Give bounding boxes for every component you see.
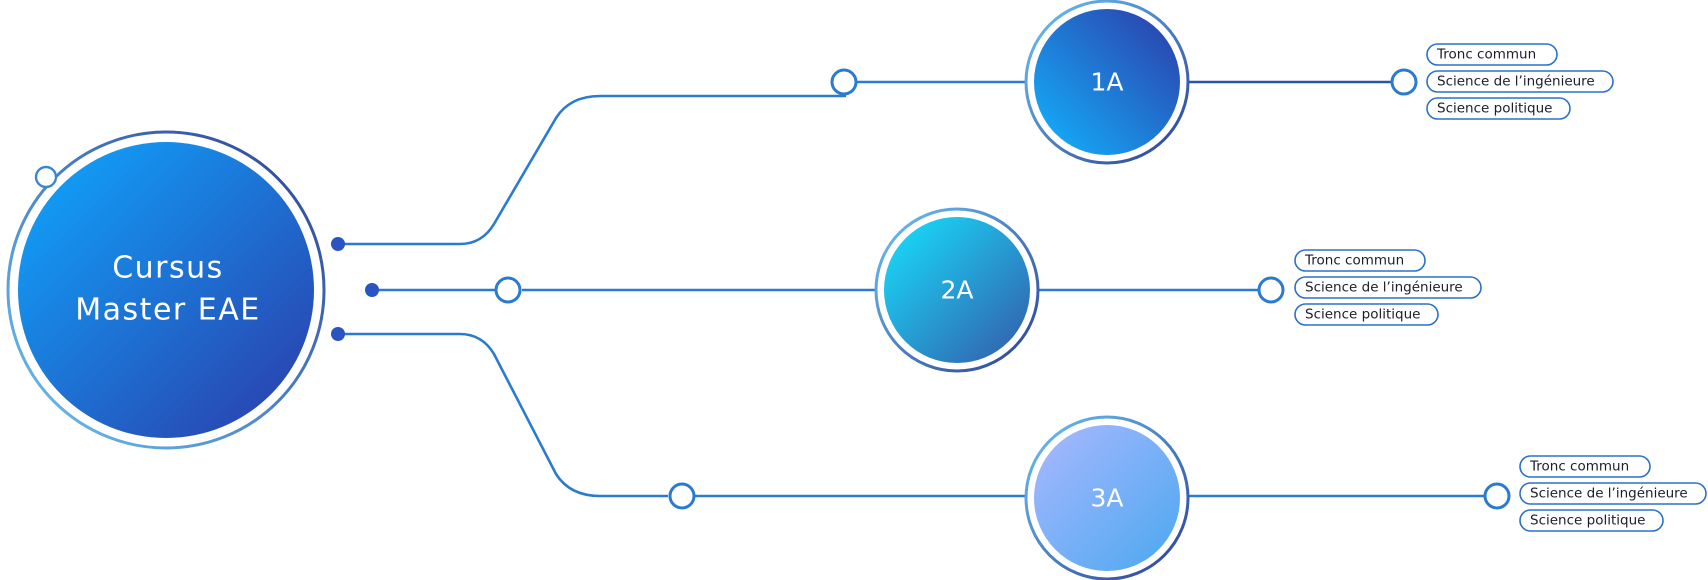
root-dot-middle xyxy=(365,283,379,297)
subject-list-3a: Tronc commun Science de l’ingénieure Sci… xyxy=(1519,455,1707,532)
root-dot-top xyxy=(331,237,345,251)
subject-list-2a: Tronc commun Science de l’ingénieure Sci… xyxy=(1294,249,1482,326)
root-node: Cursus Master EAE xyxy=(6,130,326,450)
subject-pill xyxy=(1519,482,1707,505)
subject-pill xyxy=(1426,70,1614,93)
subject-pill xyxy=(1426,43,1558,66)
root-decor-ring xyxy=(34,165,58,189)
year-node-2a-label: 2A xyxy=(940,276,973,305)
subject-pill xyxy=(1294,303,1439,326)
subject-label: Science politique xyxy=(1530,513,1645,529)
subject-label: Science de l’ingénieure xyxy=(1305,280,1463,296)
subject-pill xyxy=(1426,97,1571,120)
subjects-ring-1a xyxy=(1390,68,1418,96)
root-dot-bottom xyxy=(331,327,345,341)
year-node-2a: 2A xyxy=(874,207,1040,373)
subject-pill xyxy=(1294,249,1426,272)
year-node-3a: 3A xyxy=(1024,415,1190,580)
junction-ring-1a xyxy=(830,68,858,96)
connector-root-3a xyxy=(338,332,668,498)
subject-label: Tronc commun xyxy=(1304,253,1404,269)
subject-label: Science de l’ingénieure xyxy=(1530,486,1688,502)
subject-list-1a: Tronc commun Science de l’ingénieure Sci… xyxy=(1426,43,1614,120)
root-label-line2: Master EAE xyxy=(75,293,260,328)
subject-pill xyxy=(1519,455,1651,478)
subject-label: Tronc commun xyxy=(1436,47,1536,63)
subject-label: Science de l’ingénieure xyxy=(1437,74,1595,90)
year-node-3a-label: 3A xyxy=(1090,484,1123,513)
root-label-line1: Cursus xyxy=(112,251,224,286)
junction-ring-3a xyxy=(668,482,696,510)
year-node-1a: 1A xyxy=(1024,0,1190,165)
subjects-ring-3a xyxy=(1483,482,1511,510)
subject-label: Science politique xyxy=(1437,101,1552,117)
subject-label: Science politique xyxy=(1305,307,1420,323)
subject-pill xyxy=(1519,509,1664,532)
junction-ring-2a xyxy=(494,276,522,304)
subject-pill xyxy=(1294,276,1482,299)
subject-label: Tronc commun xyxy=(1529,459,1629,475)
connector-root-1a xyxy=(338,94,846,246)
year-node-1a-label: 1A xyxy=(1090,68,1123,97)
subjects-ring-2a xyxy=(1257,276,1285,304)
